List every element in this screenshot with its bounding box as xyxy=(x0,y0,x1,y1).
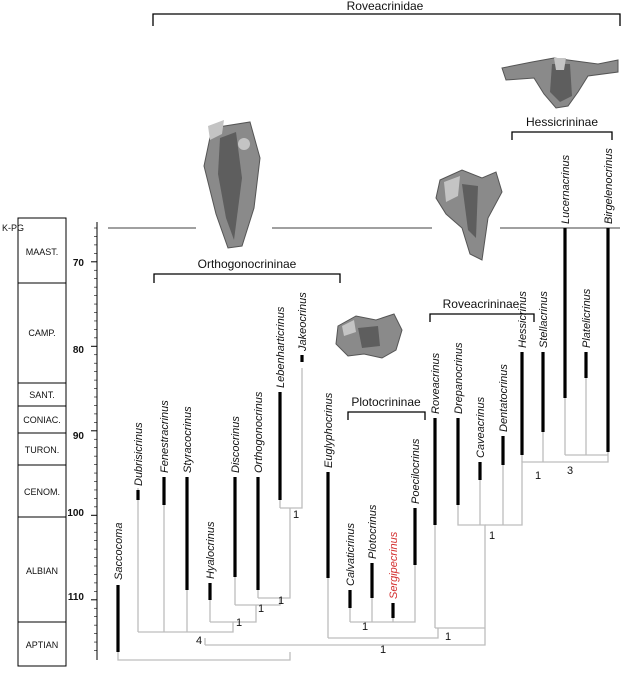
branch xyxy=(117,652,291,661)
taxon-poecilocrinus: Poecilocrinus xyxy=(410,438,422,504)
stage-label: SANT. xyxy=(29,390,55,400)
family-bracket xyxy=(152,13,621,26)
stage-label: CAMP. xyxy=(28,328,55,338)
orthogonocrininae-label: Orthogonocrininae xyxy=(198,257,297,271)
age-label: 80 xyxy=(73,345,85,356)
taxon-plotocrinus: Plotocrinus xyxy=(367,504,379,559)
calyx-shadow xyxy=(218,132,242,240)
hessicrininae-bracket xyxy=(511,131,613,140)
roveacrinid-calyx xyxy=(435,169,503,261)
node-label: 1 xyxy=(236,617,242,629)
calyx-highlight xyxy=(208,120,224,140)
age-label: 110 xyxy=(68,592,85,603)
node-labels: 4 1 1 1 1 1 1 1 1 1 3 xyxy=(196,465,573,656)
node-label: 1 xyxy=(445,631,451,643)
taxon-calvaticrinus: Calvaticrinus xyxy=(345,523,357,586)
taxon-styracocrinus: Styracocrinus xyxy=(182,406,194,473)
stage-label: CENOM. xyxy=(24,487,60,497)
taxon-lebenharticrinus: Lebenharticrinus xyxy=(275,306,287,388)
branch xyxy=(328,628,439,639)
branch xyxy=(280,368,303,509)
taxon-jakeocrinus: Jakeocrinus xyxy=(297,292,309,352)
time-axis: 70 80 90 100 110 xyxy=(67,222,98,660)
plotocrinid-calyx xyxy=(335,313,403,359)
branch xyxy=(138,622,234,633)
node-label: 1 xyxy=(380,644,386,656)
node-label: 4 xyxy=(196,635,202,647)
taxon-hessicrinus: Hessicrinus xyxy=(517,291,529,348)
branch xyxy=(235,598,281,606)
stage-label: TURON. xyxy=(25,445,60,455)
column-frame xyxy=(17,217,67,667)
stratigraphic-column: MAAST. CAMP. SANT. CONIAC. TURON. CENOM.… xyxy=(17,217,67,667)
taxon-drepanocrinus: Drepanocrinus xyxy=(453,342,465,414)
taxon-orthogonocrinus: Orthogonocrinus xyxy=(253,391,265,473)
calyx-highlight xyxy=(342,320,356,336)
taxon-dubrisicrinus: Dubrisicrinus xyxy=(133,422,145,486)
taxon-ranges xyxy=(116,228,610,652)
orthogonocrinid-calyx xyxy=(203,120,261,249)
calyx-pore xyxy=(238,138,250,150)
stage-label: CONIAC. xyxy=(23,415,61,425)
taxon-labels: Saccocoma Dubrisicrinus Fenestracrinus S… xyxy=(113,148,615,599)
node-label: 1 xyxy=(489,530,495,542)
stage-label: MAAST. xyxy=(26,247,59,257)
node-label: 1 xyxy=(293,509,299,521)
stage-label: APTIAN xyxy=(26,640,59,650)
taxon-fenestracrinus: Fenestracrinus xyxy=(159,400,171,473)
taxon-roveacrinus: Roveacrinus xyxy=(430,352,442,414)
age-label: 90 xyxy=(73,431,85,442)
orthogonocrininae-bracket xyxy=(153,273,341,283)
age-label: 100 xyxy=(67,508,84,519)
branch xyxy=(258,508,291,599)
node-label: 1 xyxy=(258,603,264,615)
axis-ticks xyxy=(91,227,97,651)
age-label: 70 xyxy=(73,258,85,269)
taxon-stellacrinus: Stellacrinus xyxy=(538,291,550,348)
branch xyxy=(350,565,416,623)
cladogram-branches xyxy=(117,368,609,661)
node-label: 1 xyxy=(278,595,284,607)
calyx-shadow xyxy=(462,184,478,238)
plotocrininae-label: Plotocrininae xyxy=(351,395,421,409)
family-label: Roveacrinidae xyxy=(347,0,424,13)
taxon-sergipecrinus: Sergipecrinus xyxy=(388,531,400,599)
taxon-caveacrinus: Caveacrinus xyxy=(475,396,487,458)
taxon-platelicrinus: Platelicrinus xyxy=(581,288,593,348)
calyx-highlight xyxy=(554,58,566,70)
taxon-saccocoma: Saccocoma xyxy=(113,523,125,580)
plotocrininae-bracket xyxy=(347,411,426,420)
taxon-hyalocrinus: Hyalocrinus xyxy=(205,521,217,579)
node-label: 3 xyxy=(567,465,573,477)
calyx-shadow xyxy=(550,64,572,102)
branch xyxy=(210,605,257,623)
boundary-label: K-PG xyxy=(2,223,24,233)
taxon-birgelenocrinus: Birgelenocrinus xyxy=(603,148,615,224)
roveacrininae-bracket xyxy=(429,313,535,322)
node-label: 1 xyxy=(535,470,541,482)
hessicrinid-calyx xyxy=(501,57,619,109)
stage-label: ALBIAN xyxy=(26,566,58,576)
branch xyxy=(457,505,486,628)
node-label: 1 xyxy=(362,621,368,633)
calyx-highlight xyxy=(444,176,460,202)
calyx-shadow xyxy=(358,326,380,348)
branch xyxy=(205,628,486,646)
taxon-lucernacrinus: Lucernacrinus xyxy=(560,154,572,224)
taxon-euglyphocrinus: Euglyphocrinus xyxy=(323,392,335,468)
taxon-discocrinus: Discocrinus xyxy=(230,416,242,473)
roveacrininae-label: Roveacrininae xyxy=(443,297,520,311)
hessicrininae-label: Hessicrininae xyxy=(526,115,598,129)
taxon-dentatocrinus: Dentatocrinus xyxy=(498,364,510,432)
